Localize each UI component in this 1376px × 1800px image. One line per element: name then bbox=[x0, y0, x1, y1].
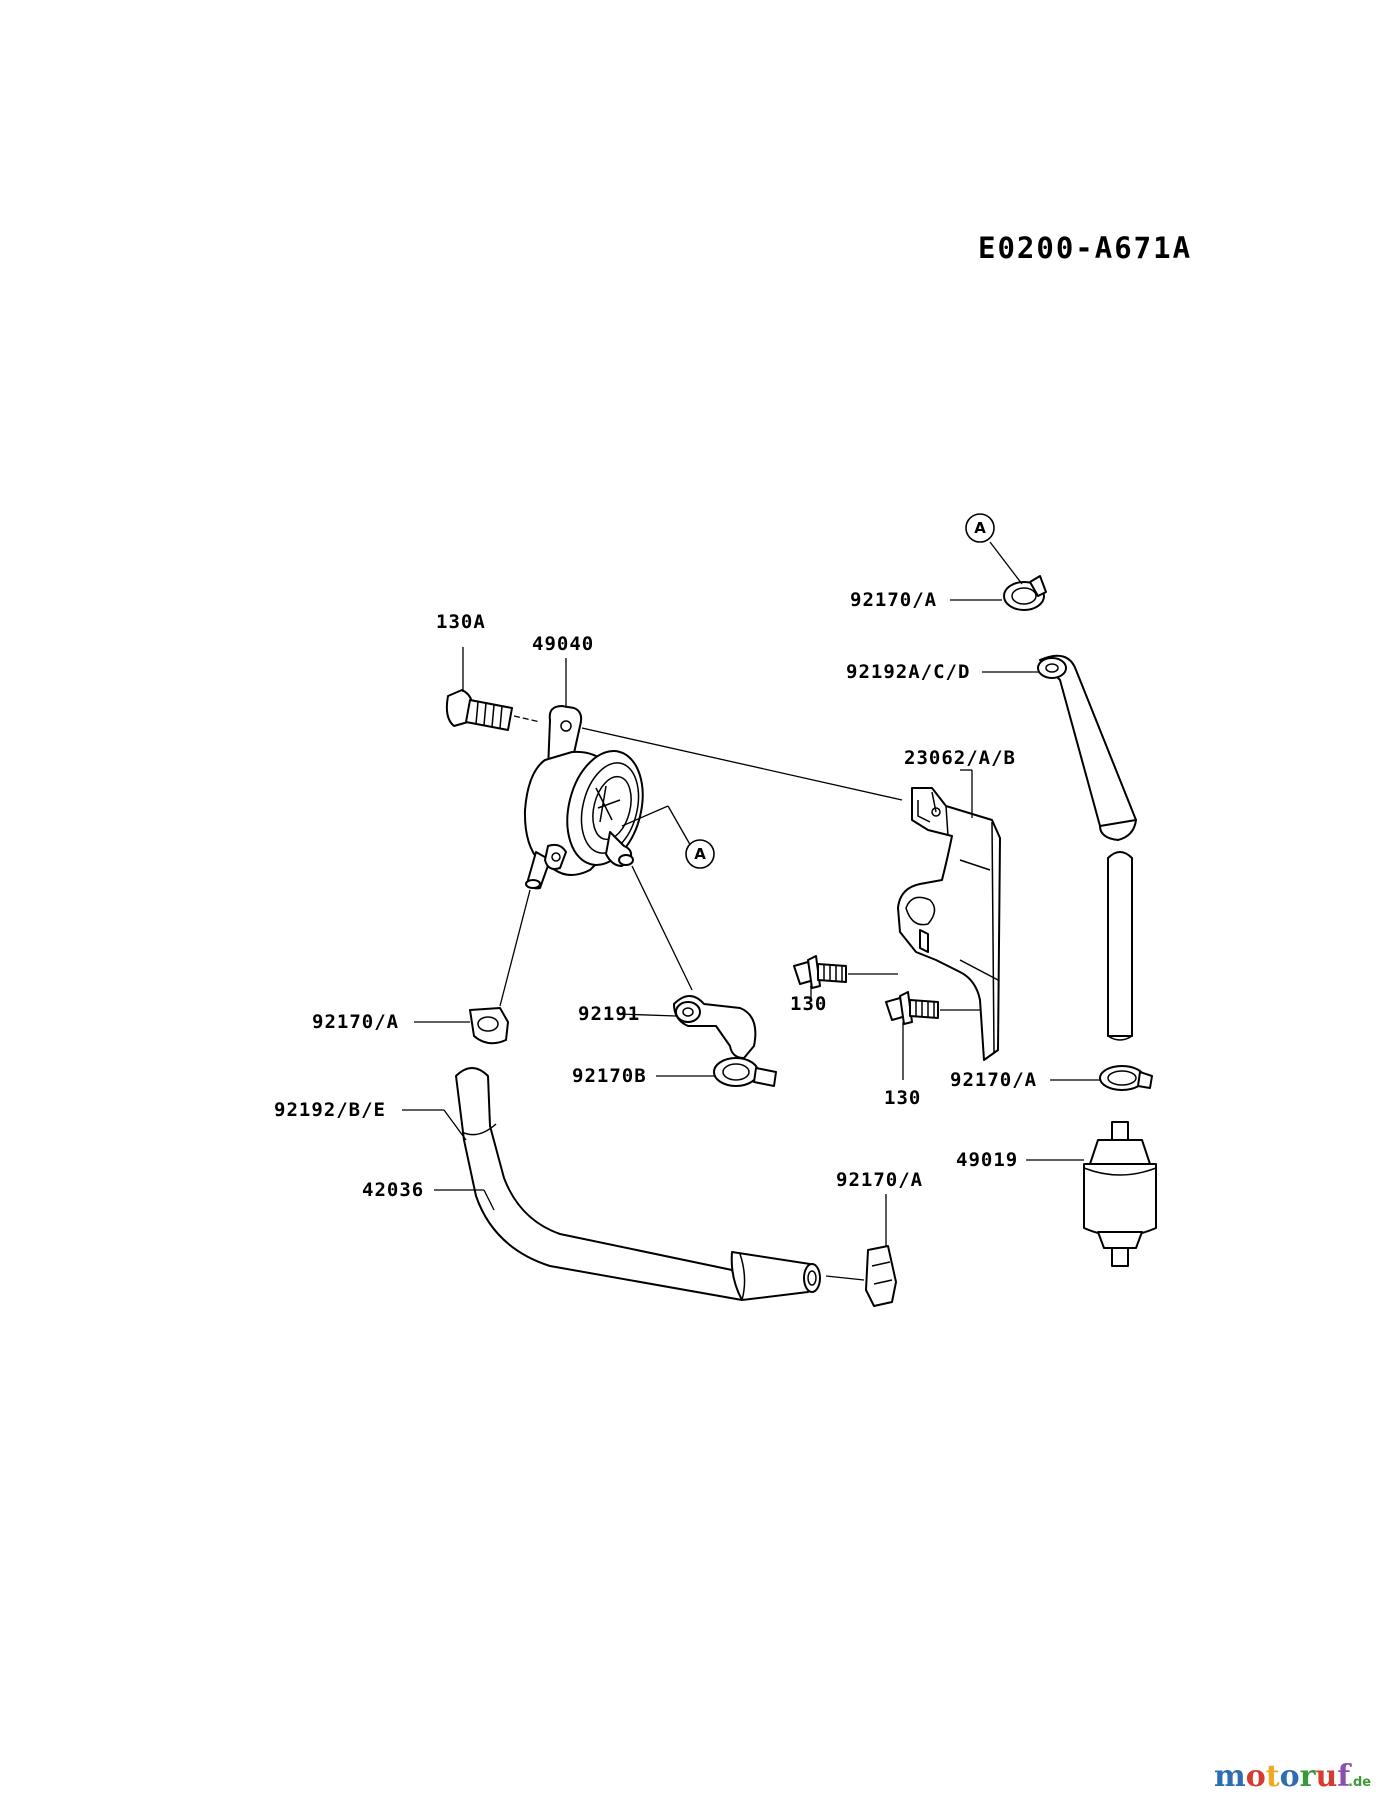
hose-92192A bbox=[1037, 654, 1137, 1041]
callout-a-top: A bbox=[965, 513, 995, 543]
clamp-92170A-top bbox=[1003, 575, 1047, 611]
diagram-code: E0200-A671A bbox=[978, 231, 1192, 265]
callout-a-pump: A bbox=[685, 839, 715, 869]
label-92170B: 92170B bbox=[572, 1065, 647, 1087]
label-130A: 130A bbox=[436, 611, 486, 633]
label-92192-B-E: 92192/B/E bbox=[274, 1099, 386, 1121]
fuel-pump bbox=[523, 705, 644, 890]
svg-text:A: A bbox=[694, 845, 706, 863]
clamp-92170A-right bbox=[1099, 1065, 1153, 1091]
svg-text:A: A bbox=[974, 519, 986, 537]
label-49019: 49019 bbox=[956, 1149, 1018, 1171]
clamp-92170A-bottom bbox=[825, 1245, 897, 1307]
label-92170A-top: 92170/A bbox=[850, 589, 937, 611]
label-42036: 42036 bbox=[362, 1179, 424, 1201]
svg-text:motoruf: motoruf bbox=[1214, 1759, 1352, 1794]
label-92192A-C-D: 92192A/C/D bbox=[846, 661, 970, 683]
leader-lines bbox=[402, 541, 1100, 1246]
bracket-23062 bbox=[897, 787, 1001, 1061]
svg-text:.de: .de bbox=[1348, 1775, 1371, 1790]
label-92170A-right: 92170/A bbox=[950, 1069, 1037, 1091]
clamp-92170A-left bbox=[469, 1007, 509, 1045]
fuel-filter-49019 bbox=[1083, 1121, 1157, 1267]
clamp-92170B bbox=[713, 1057, 777, 1087]
label-130-lower: 130 bbox=[884, 1087, 921, 1109]
hose-92191 bbox=[673, 995, 757, 1059]
bolt-130-lower bbox=[885, 991, 980, 1025]
label-23062-A-B: 23062/A/B bbox=[904, 747, 1016, 769]
bolt-130-upper bbox=[793, 955, 898, 989]
label-130-upper: 130 bbox=[790, 993, 827, 1015]
label-49040: 49040 bbox=[532, 633, 594, 655]
label-92170A-bottom: 92170/A bbox=[836, 1169, 923, 1191]
bolt-130A bbox=[445, 689, 541, 731]
motoruf-watermark: motoruf .de bbox=[1214, 1759, 1371, 1794]
label-92191: 92191 bbox=[578, 1003, 640, 1025]
label-92170A-left: 92170/A bbox=[312, 1011, 399, 1033]
hose-42036 bbox=[455, 1067, 821, 1301]
